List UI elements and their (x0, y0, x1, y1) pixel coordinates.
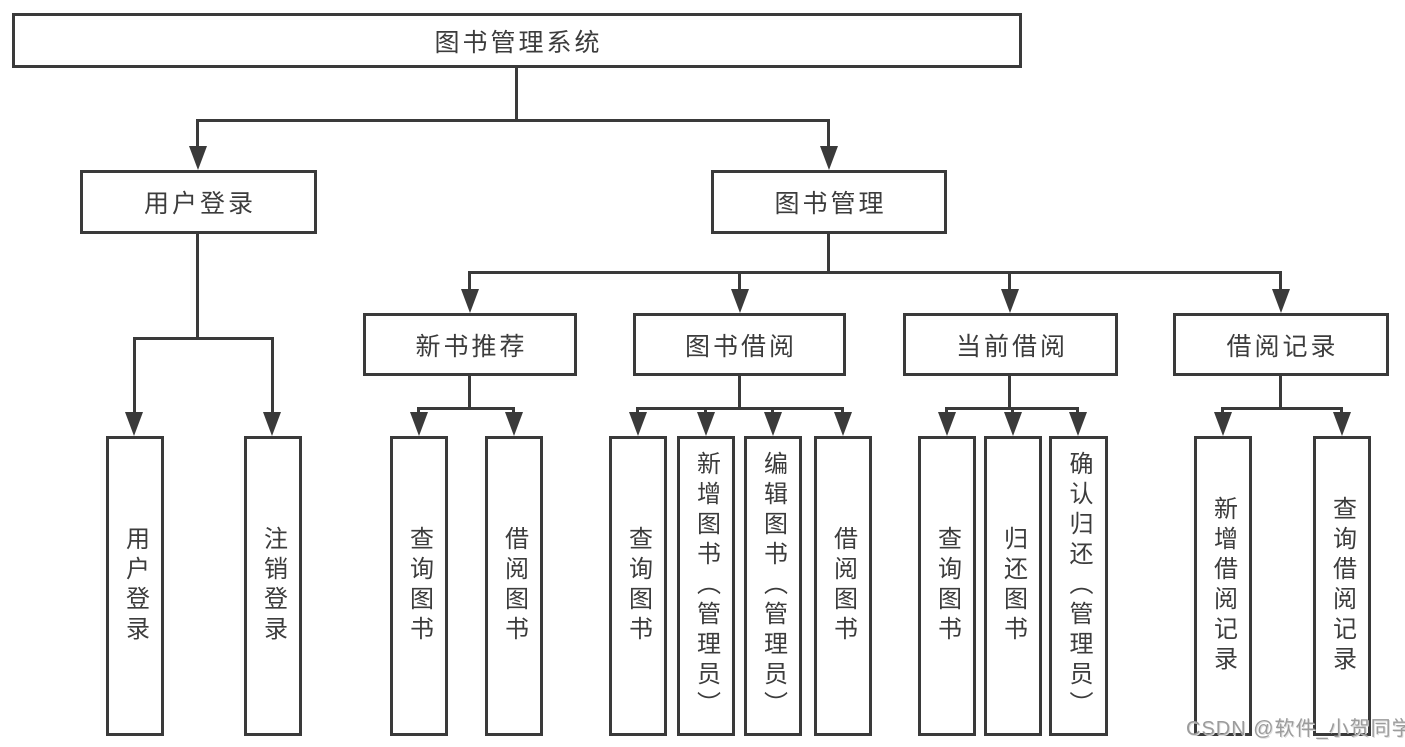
connector-shaft (417, 407, 420, 415)
connector-shaft (512, 407, 515, 415)
arrowhead (505, 412, 523, 436)
connector-stem-user-login (196, 234, 199, 338)
arrowhead (1214, 412, 1232, 436)
arrowhead (125, 412, 143, 436)
node-book-borrowing: 图书借阅 (633, 313, 846, 376)
leaf-records-query-record: 查询借阅记录 (1313, 436, 1371, 736)
connector-shaft (1221, 407, 1224, 415)
connector-shaft (196, 119, 199, 149)
connector-stem-book-borrowing (738, 376, 741, 410)
arrowhead (938, 412, 956, 436)
connector-hline-user-login (133, 337, 274, 340)
arrowhead (1069, 412, 1087, 436)
node-new-book-recommend: 新书推荐 (363, 313, 577, 376)
connector-stem-borrowing-records (1279, 376, 1282, 410)
connector-shaft (636, 407, 639, 415)
arrowhead (461, 289, 479, 313)
connector-hline-book-borrowing (636, 407, 844, 410)
leaf-borrow-add-books-admin: 新增图书（管理员） (677, 436, 735, 736)
connector-hline-level1 (196, 119, 830, 122)
arrowhead (1333, 412, 1351, 436)
leaf-logout: 注销登录 (244, 436, 302, 736)
connector-stem-new-book-recommend (468, 376, 471, 410)
leaf-borrow-borrow-books: 借阅图书 (814, 436, 872, 736)
connector-shaft (738, 271, 741, 292)
arrowhead (764, 412, 782, 436)
connector-shaft (1279, 271, 1282, 292)
leaf-newrec-borrow-books: 借阅图书 (485, 436, 543, 736)
node-root: 图书管理系统 (12, 13, 1022, 68)
arrowhead (189, 146, 207, 170)
leaf-borrow-edit-books-admin: 编辑图书（管理员） (744, 436, 802, 736)
leaf-newrec-query-books: 查询图书 (390, 436, 448, 736)
arrowhead (697, 412, 715, 436)
leaf-user-login: 用户登录 (106, 436, 164, 736)
connector-shaft (1008, 271, 1011, 292)
connector-shaft (704, 407, 707, 415)
leaf-current-return-books: 归还图书 (984, 436, 1042, 736)
arrowhead (1004, 412, 1022, 436)
node-borrowing-records: 借阅记录 (1173, 313, 1389, 376)
arrowhead (263, 412, 281, 436)
connector-shaft (827, 119, 830, 149)
arrowhead (1272, 289, 1290, 313)
leaf-current-confirm-return-admin: 确认归还（管理员） (1049, 436, 1108, 736)
watermark: CSDN @软件_小贺同学 (1186, 718, 1405, 740)
arrowhead (820, 146, 838, 170)
arrowhead (1001, 289, 1019, 313)
connector-stem-book-management (827, 234, 830, 273)
connector-hline-level3 (468, 271, 1282, 274)
arrowhead (629, 412, 647, 436)
leaf-borrow-query-books: 查询图书 (609, 436, 667, 736)
connector-shaft (771, 407, 774, 415)
connector-stem-current-borrowing (1008, 376, 1011, 410)
connector-shaft (1011, 407, 1014, 415)
arrowhead (410, 412, 428, 436)
connector-shaft (468, 271, 471, 292)
connector-hline-new-book-recommend (417, 407, 515, 410)
connector-shaft (841, 407, 844, 415)
connector-shaft (1076, 407, 1079, 415)
leaf-records-add-record: 新增借阅记录 (1194, 436, 1252, 736)
arrowhead (731, 289, 749, 313)
node-book-management: 图书管理 (711, 170, 947, 234)
connector-hline-borrowing-records (1221, 407, 1343, 410)
leaf-current-query-books: 查询图书 (918, 436, 976, 736)
arrowhead (834, 412, 852, 436)
connector-shaft (945, 407, 948, 415)
node-user-login: 用户登录 (80, 170, 317, 234)
node-current-borrowing: 当前借阅 (903, 313, 1118, 376)
connector-shaft (271, 337, 274, 415)
connector-stem-root (515, 68, 518, 120)
connector-shaft (133, 337, 136, 415)
connector-shaft (1340, 407, 1343, 415)
